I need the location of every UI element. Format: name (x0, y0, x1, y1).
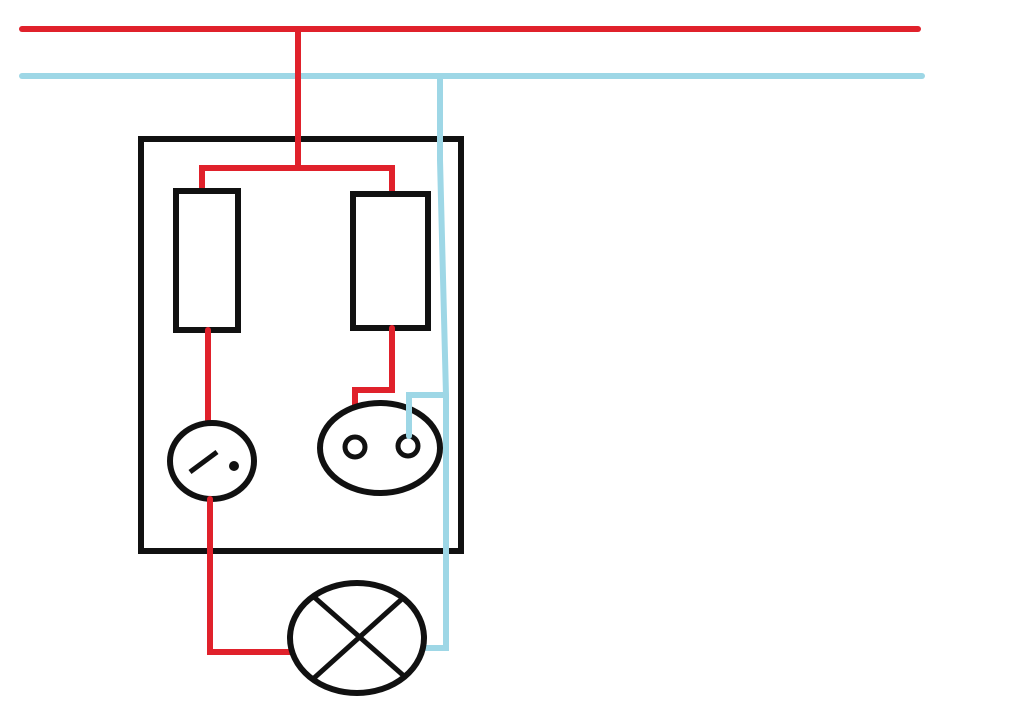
power-socket (317, 400, 443, 496)
light-switch (167, 420, 257, 502)
fuse-left (173, 188, 241, 333)
neutral-wire-to-socket (406, 392, 449, 439)
lamp-cross-line-2 (311, 596, 405, 681)
switch-lever (188, 449, 219, 475)
switch-contact (229, 461, 239, 471)
live-split-wire (199, 165, 395, 194)
socket-pin-live (342, 434, 368, 460)
switched-live-wire-to-lamp (207, 496, 296, 655)
neutral-return-wire (422, 73, 449, 651)
fuse-right (350, 191, 431, 331)
